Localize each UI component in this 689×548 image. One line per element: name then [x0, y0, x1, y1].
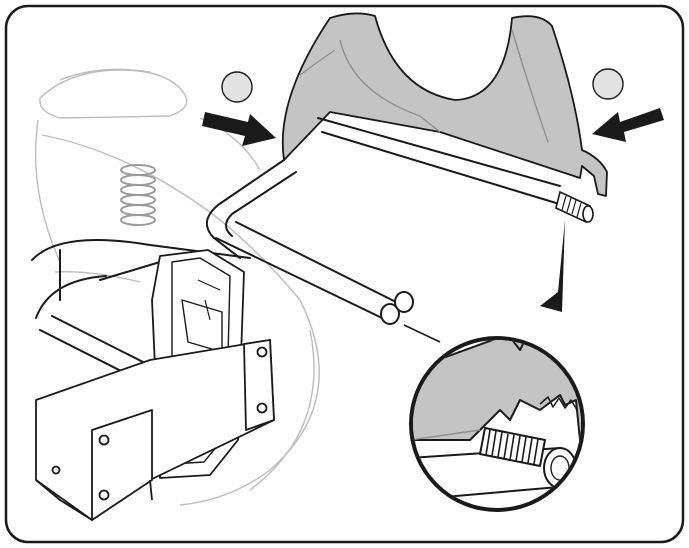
zoom-leader	[540, 220, 565, 312]
zoom-detail-inset	[409, 336, 585, 512]
left-callout-circle	[221, 71, 253, 103]
pin-with-knurl	[555, 190, 594, 224]
linkage-rod	[403, 324, 441, 343]
left-insert-arrow	[202, 112, 276, 146]
tube-end-left	[380, 303, 400, 325]
right-callout-circle	[592, 68, 624, 100]
discharge-shield	[281, 12, 608, 197]
coil-spring	[120, 164, 156, 226]
ghost-mower-body	[34, 68, 320, 506]
right-insert-arrow	[592, 108, 664, 142]
tube-end-right	[394, 291, 414, 313]
tube-frame	[31, 117, 567, 421]
front-housing	[35, 339, 275, 521]
